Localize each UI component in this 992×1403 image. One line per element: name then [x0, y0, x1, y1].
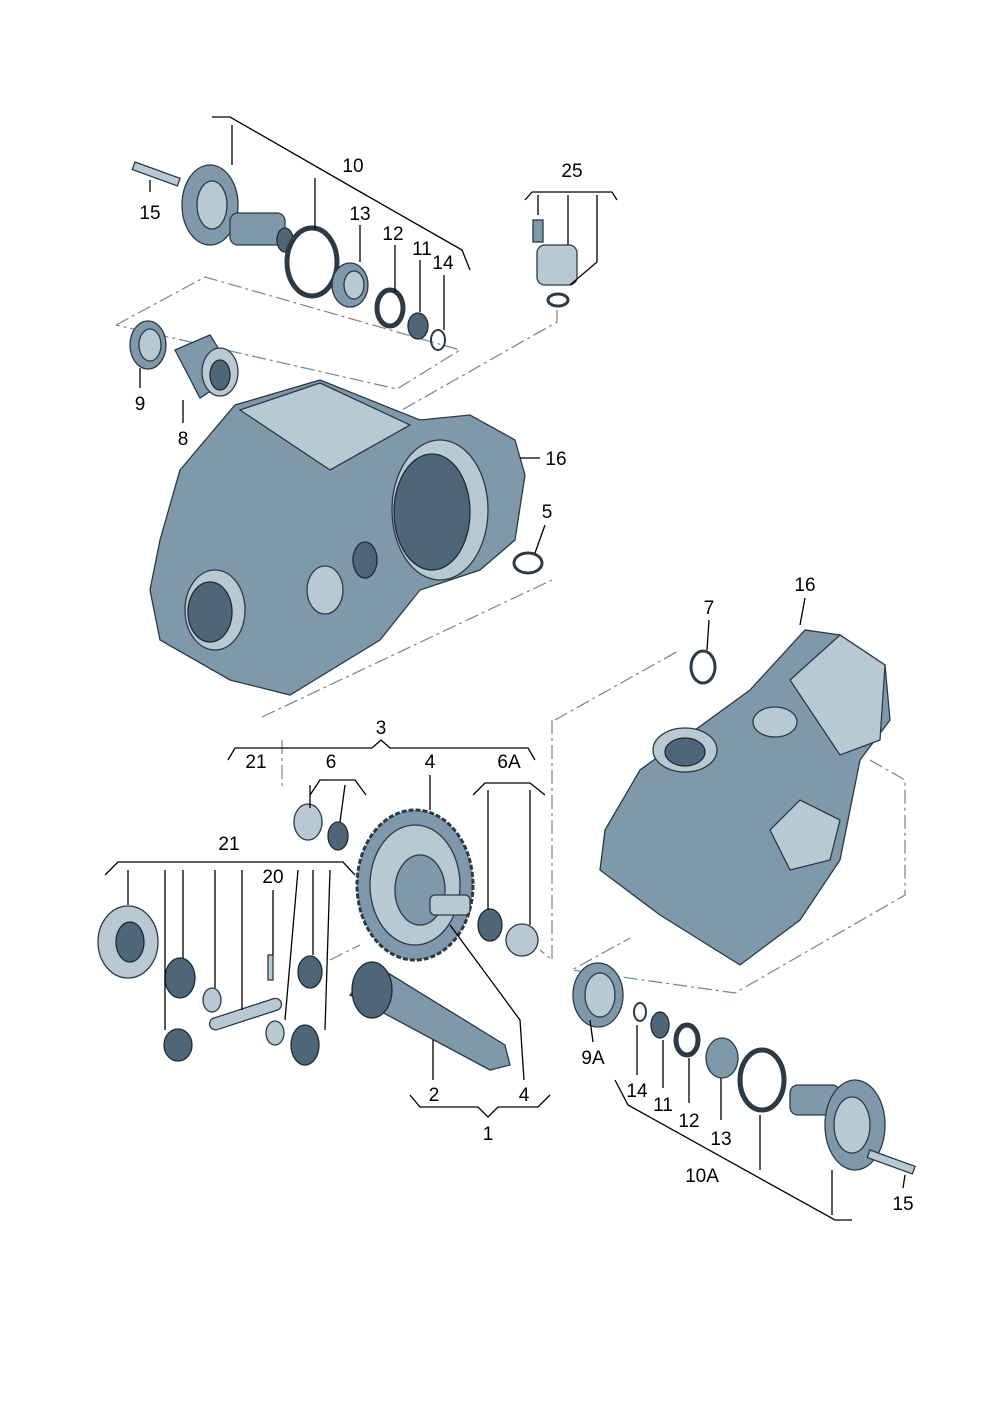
sensor-part: [532, 219, 578, 308]
callout-16: 16: [794, 575, 815, 596]
callout-21: 21: [218, 834, 239, 855]
callout-16: 16: [545, 449, 566, 470]
right-flange-shaft-part: [572, 962, 916, 1175]
callout-1: 1: [483, 1124, 494, 1145]
callout-21: 21: [245, 752, 266, 773]
callout-11: 11: [653, 1095, 673, 1116]
callout-13: 13: [710, 1129, 731, 1150]
callout-7: 7: [704, 598, 715, 619]
callout-10a: 10A: [685, 1166, 719, 1187]
callout-2: 2: [429, 1085, 440, 1106]
upper-housing-part: [149, 379, 544, 696]
callout-9: 9: [135, 394, 146, 415]
right-housing-part: [599, 629, 891, 966]
dashed-group-outlines: [115, 276, 906, 994]
callout-14: 14: [626, 1081, 648, 1102]
callout-12: 12: [678, 1111, 699, 1132]
callout-6: 6: [326, 752, 337, 773]
differential-parts: [97, 803, 539, 1066]
callout-12: 12: [382, 224, 403, 245]
callout-8: 8: [178, 429, 189, 450]
callout-14: 14: [432, 253, 454, 274]
callout-15: 15: [892, 1194, 913, 1215]
callout-15: 15: [139, 203, 160, 224]
callout-5: 5: [542, 502, 553, 523]
callout-labels: 10 15 13 12 11 14 25 9 8 16 5 16 7 3 21 …: [135, 156, 914, 1215]
callout-6a: 6A: [497, 752, 521, 773]
callout-11: 11: [412, 239, 432, 260]
callout-10: 10: [342, 156, 363, 177]
callout-20: 20: [262, 867, 283, 888]
callout-25: 25: [561, 161, 582, 182]
callout-3: 3: [376, 718, 387, 739]
leader-lines: [104, 116, 906, 1221]
pinion-shaft-part: [348, 961, 511, 1071]
callout-9a: 9A: [581, 1048, 605, 1069]
callout-13: 13: [349, 204, 370, 225]
callout-4: 4: [519, 1085, 530, 1106]
callout-4: 4: [425, 752, 436, 773]
seal-bearing-parts: [129, 320, 239, 399]
flange-shaft-part: [131, 161, 446, 351]
